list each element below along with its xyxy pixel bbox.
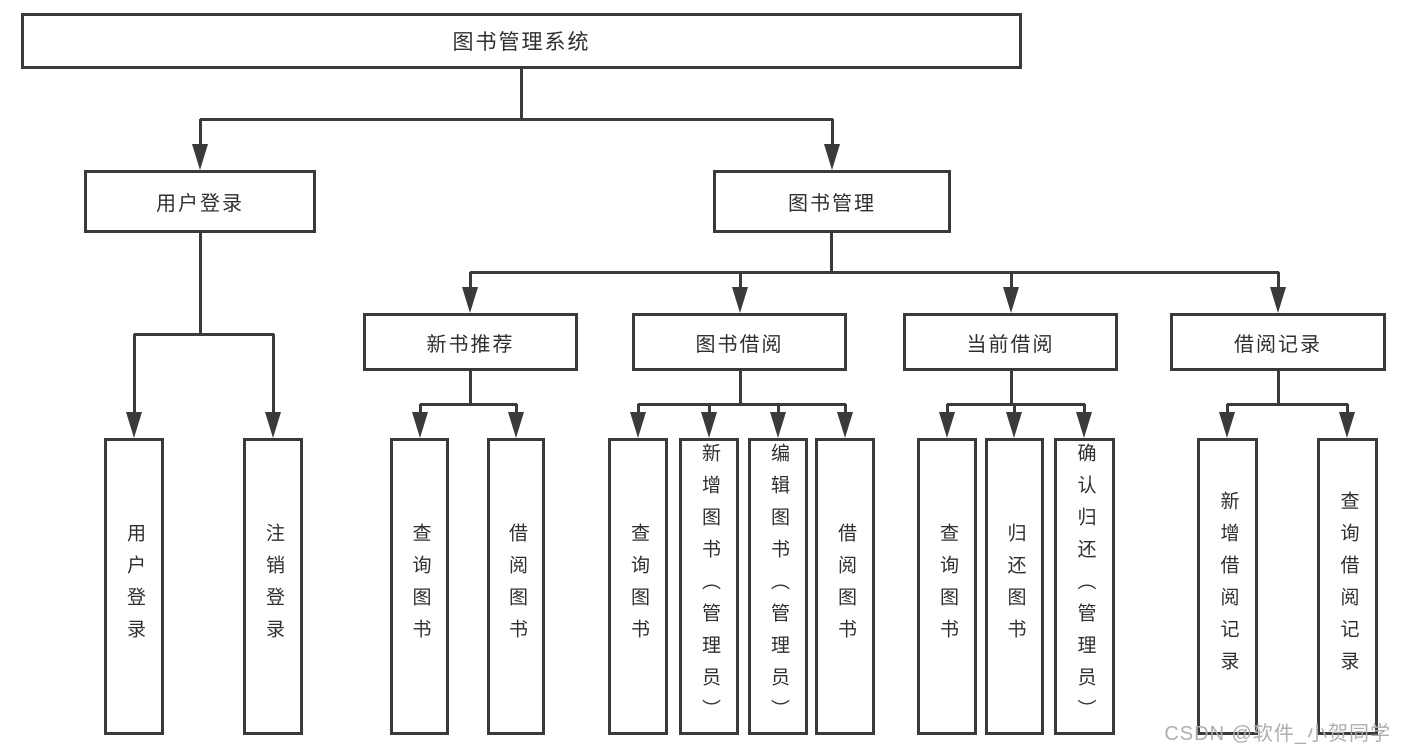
- leaf-label: 查询图书: [627, 522, 649, 651]
- arrowhead-down-icon: [412, 412, 428, 438]
- leaf-return-books: 归还图书: [985, 438, 1044, 735]
- connector-vline: [776, 404, 780, 416]
- connector-vline: [418, 404, 422, 416]
- node-book-borrow: 图书借阅: [632, 313, 847, 371]
- connector-hline: [200, 117, 833, 121]
- connector-vline: [636, 404, 640, 416]
- arrowhead-down-icon: [1003, 287, 1019, 313]
- connector-vline: [1009, 368, 1013, 406]
- leaf-query-books-recommend: 查询图书: [390, 438, 449, 735]
- arrowhead-down-icon: [126, 412, 142, 438]
- connector-vline: [1012, 404, 1016, 416]
- connector-hline: [134, 332, 274, 336]
- leaf-label: 编辑图书（管理员）: [767, 442, 789, 731]
- connector-vline: [519, 66, 523, 121]
- arrowhead-down-icon: [732, 287, 748, 313]
- connector-hline: [638, 402, 846, 406]
- node-current-borrow: 当前借阅: [903, 313, 1118, 371]
- connector-vline: [468, 272, 472, 294]
- leaf-confirm-return-admin: 确认归还（管理员）: [1054, 438, 1115, 735]
- leaf-label: 查询图书: [409, 522, 431, 651]
- leaf-query-books-borrow: 查询图书: [608, 438, 668, 735]
- connector-vline: [1009, 272, 1013, 294]
- leaf-label: 注销登录: [262, 522, 284, 651]
- connector-vline: [707, 404, 711, 416]
- leaf-label: 查询借阅记录: [1337, 490, 1359, 683]
- leaf-label: 借阅图书: [834, 522, 856, 651]
- arrowhead-down-icon: [770, 412, 786, 438]
- arrowhead-down-icon: [824, 144, 840, 170]
- connector-vline: [1225, 404, 1229, 416]
- connector-vline: [1082, 404, 1086, 416]
- leaf-label: 新增借阅记录: [1217, 490, 1239, 683]
- connector-vline: [830, 119, 834, 149]
- leaf-borrow-books-recommend: 借阅图书: [487, 438, 545, 735]
- connector-vline: [198, 119, 202, 149]
- arrowhead-down-icon: [837, 412, 853, 438]
- connector-vline: [738, 368, 742, 406]
- arrowhead-down-icon: [630, 412, 646, 438]
- node-book-management: 图书管理: [713, 170, 951, 233]
- connector-vline: [198, 230, 202, 336]
- node-user-login: 用户登录: [84, 170, 316, 233]
- leaf-query-borrow-record: 查询借阅记录: [1317, 438, 1378, 735]
- leaf-label: 确认归还（管理员）: [1074, 442, 1096, 731]
- arrowhead-down-icon: [1270, 287, 1286, 313]
- connector-vline: [1345, 404, 1349, 416]
- watermark: CSDN @软件_小贺同学: [1164, 723, 1391, 745]
- leaf-add-borrow-record: 新增借阅记录: [1197, 438, 1258, 735]
- node-new-book-recommend: 新书推荐: [363, 313, 578, 371]
- arrowhead-down-icon: [265, 412, 281, 438]
- leaf-label: 归还图书: [1004, 522, 1026, 651]
- leaf-user-login: 用户登录: [104, 438, 164, 735]
- connector-vline: [132, 334, 136, 416]
- arrowhead-down-icon: [462, 287, 478, 313]
- connector-vline: [1276, 272, 1280, 294]
- leaf-label: 新增图书（管理员）: [698, 442, 720, 731]
- arrowhead-down-icon: [1076, 412, 1092, 438]
- arrowhead-down-icon: [939, 412, 955, 438]
- arrowhead-down-icon: [1006, 412, 1022, 438]
- leaf-borrow-books: 借阅图书: [815, 438, 875, 735]
- connector-hline: [1227, 402, 1348, 406]
- connector-hline: [470, 270, 1279, 274]
- leaf-add-books-admin: 新增图书（管理员）: [679, 438, 739, 735]
- arrowhead-down-icon: [1219, 412, 1235, 438]
- node-borrow-records: 借阅记录: [1170, 313, 1386, 371]
- arrowhead-down-icon: [701, 412, 717, 438]
- arrowhead-down-icon: [192, 144, 208, 170]
- connector-vline: [271, 334, 275, 416]
- leaf-label: 借阅图书: [505, 522, 527, 651]
- arrowhead-down-icon: [508, 412, 524, 438]
- leaf-query-books-current: 查询图书: [917, 438, 977, 735]
- leaf-edit-books-admin: 编辑图书（管理员）: [748, 438, 808, 735]
- connector-vline: [514, 404, 518, 416]
- leaf-label: 查询图书: [936, 522, 958, 651]
- connector-hline: [947, 402, 1085, 406]
- connector-hline: [420, 402, 517, 406]
- connector-vline: [468, 368, 472, 406]
- connector-vline: [829, 230, 833, 274]
- arrowhead-down-icon: [1339, 412, 1355, 438]
- connector-vline: [843, 404, 847, 416]
- leaf-label: 用户登录: [123, 522, 145, 651]
- connector-vline: [738, 272, 742, 294]
- node-library-system: 图书管理系统: [21, 13, 1022, 69]
- connector-vline: [945, 404, 949, 416]
- leaf-logout: 注销登录: [243, 438, 303, 735]
- connector-vline: [1276, 368, 1280, 406]
